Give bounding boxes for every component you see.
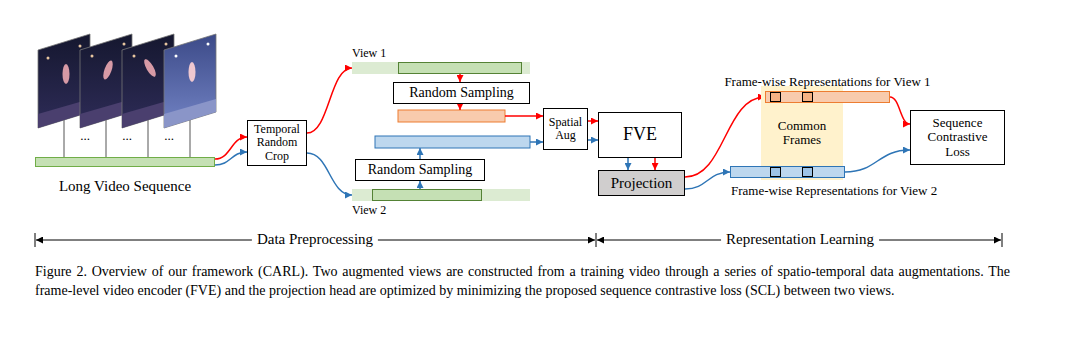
gymnast bbox=[63, 64, 70, 84]
connector-arrow bbox=[215, 137, 247, 159]
stage-label: Data Preprocessing bbox=[252, 231, 378, 248]
view-bar: View 1 bbox=[352, 62, 530, 74]
box-label: FVE bbox=[623, 125, 657, 145]
box-label: Common Frames bbox=[764, 119, 840, 148]
frame-cell bbox=[770, 92, 781, 102]
encoder-box: FVE bbox=[598, 112, 682, 158]
figure-caption: Figure 2. Overview of our framework (CAR… bbox=[35, 262, 1010, 300]
connector-arrow bbox=[890, 97, 910, 124]
connector-arrow bbox=[307, 68, 352, 133]
frame-link bbox=[190, 120, 191, 157]
gymnast bbox=[189, 62, 196, 82]
process-box: Random Sampling bbox=[355, 159, 485, 181]
frame-link bbox=[64, 120, 65, 157]
light-spot bbox=[79, 45, 82, 48]
sampled-clip-bar bbox=[375, 136, 530, 148]
representation-bar: Frame-wise Representations for View 1 bbox=[765, 91, 890, 103]
video-sequence-bar: Long Video Sequence bbox=[35, 157, 215, 167]
connector-arrow bbox=[459, 74, 461, 82]
representation-bar: Frame-wise Representations for View 2 bbox=[730, 166, 845, 178]
box-label: Random Sampling bbox=[409, 85, 514, 100]
scale-tick bbox=[35, 233, 36, 247]
light-spot bbox=[47, 57, 50, 60]
frame-link bbox=[148, 120, 149, 157]
projection-box: Projection bbox=[598, 170, 685, 196]
view-bar: View 2 bbox=[352, 189, 530, 201]
box-label: Sequence Contrastive Loss bbox=[914, 116, 1001, 159]
box-label: Temporal Random Crop bbox=[251, 123, 303, 163]
scale-tick bbox=[596, 233, 597, 247]
box-label: Projection bbox=[611, 175, 673, 192]
connector-arrow bbox=[627, 158, 629, 170]
frame-floor bbox=[164, 99, 216, 128]
gymnast bbox=[142, 58, 158, 79]
connector-arrow bbox=[419, 181, 421, 189]
process-box: Spatial Aug bbox=[543, 108, 588, 150]
process-box: Random Sampling bbox=[393, 82, 530, 104]
sampled-clip-bar bbox=[398, 110, 505, 122]
frame-cell bbox=[372, 189, 482, 201]
light-spot bbox=[175, 55, 178, 58]
connector-arrow bbox=[588, 120, 598, 122]
ellipsis: ... bbox=[122, 129, 132, 143]
connector-arrow bbox=[845, 150, 910, 172]
video-frame bbox=[164, 34, 216, 128]
process-box: Temporal Random Crop bbox=[247, 120, 307, 166]
stage-label: Representation Learning bbox=[721, 231, 879, 248]
connector-arrow bbox=[685, 172, 730, 189]
frame-cell bbox=[770, 167, 781, 177]
video-frames bbox=[38, 34, 216, 157]
ellipsis: ... bbox=[164, 129, 174, 143]
connector-arrow bbox=[685, 97, 765, 177]
box-label: Spatial Aug bbox=[547, 116, 584, 142]
box-label: Random Sampling bbox=[368, 162, 473, 177]
connector-arrow bbox=[654, 158, 656, 170]
light-spot bbox=[207, 43, 210, 46]
bar-label: Frame-wise Representations for View 1 bbox=[724, 75, 930, 89]
frame-cell bbox=[802, 167, 813, 177]
connector-arrow bbox=[588, 139, 598, 141]
bar-label: View 2 bbox=[352, 204, 386, 217]
ellipsis: ... bbox=[80, 129, 90, 143]
flow-arrow bbox=[505, 115, 543, 117]
frame-cell bbox=[802, 92, 813, 102]
light-spot bbox=[165, 43, 168, 46]
gymnast bbox=[101, 59, 114, 80]
bar-label: Frame-wise Representations for View 2 bbox=[731, 184, 937, 198]
bar-label: View 1 bbox=[352, 47, 386, 60]
light-spot bbox=[133, 55, 136, 58]
light-spot bbox=[91, 55, 94, 58]
flow-arrow bbox=[459, 103, 461, 110]
connector-arrow bbox=[307, 153, 352, 195]
light-spot bbox=[123, 43, 126, 46]
frame-cell bbox=[398, 62, 522, 74]
frame-link bbox=[106, 120, 107, 157]
flow-arrow bbox=[530, 141, 543, 143]
bar-label: Long Video Sequence bbox=[59, 178, 191, 195]
loss-box: Sequence Contrastive Loss bbox=[910, 110, 1005, 165]
connector-arrow bbox=[215, 152, 247, 165]
scale-tick bbox=[1002, 233, 1003, 247]
